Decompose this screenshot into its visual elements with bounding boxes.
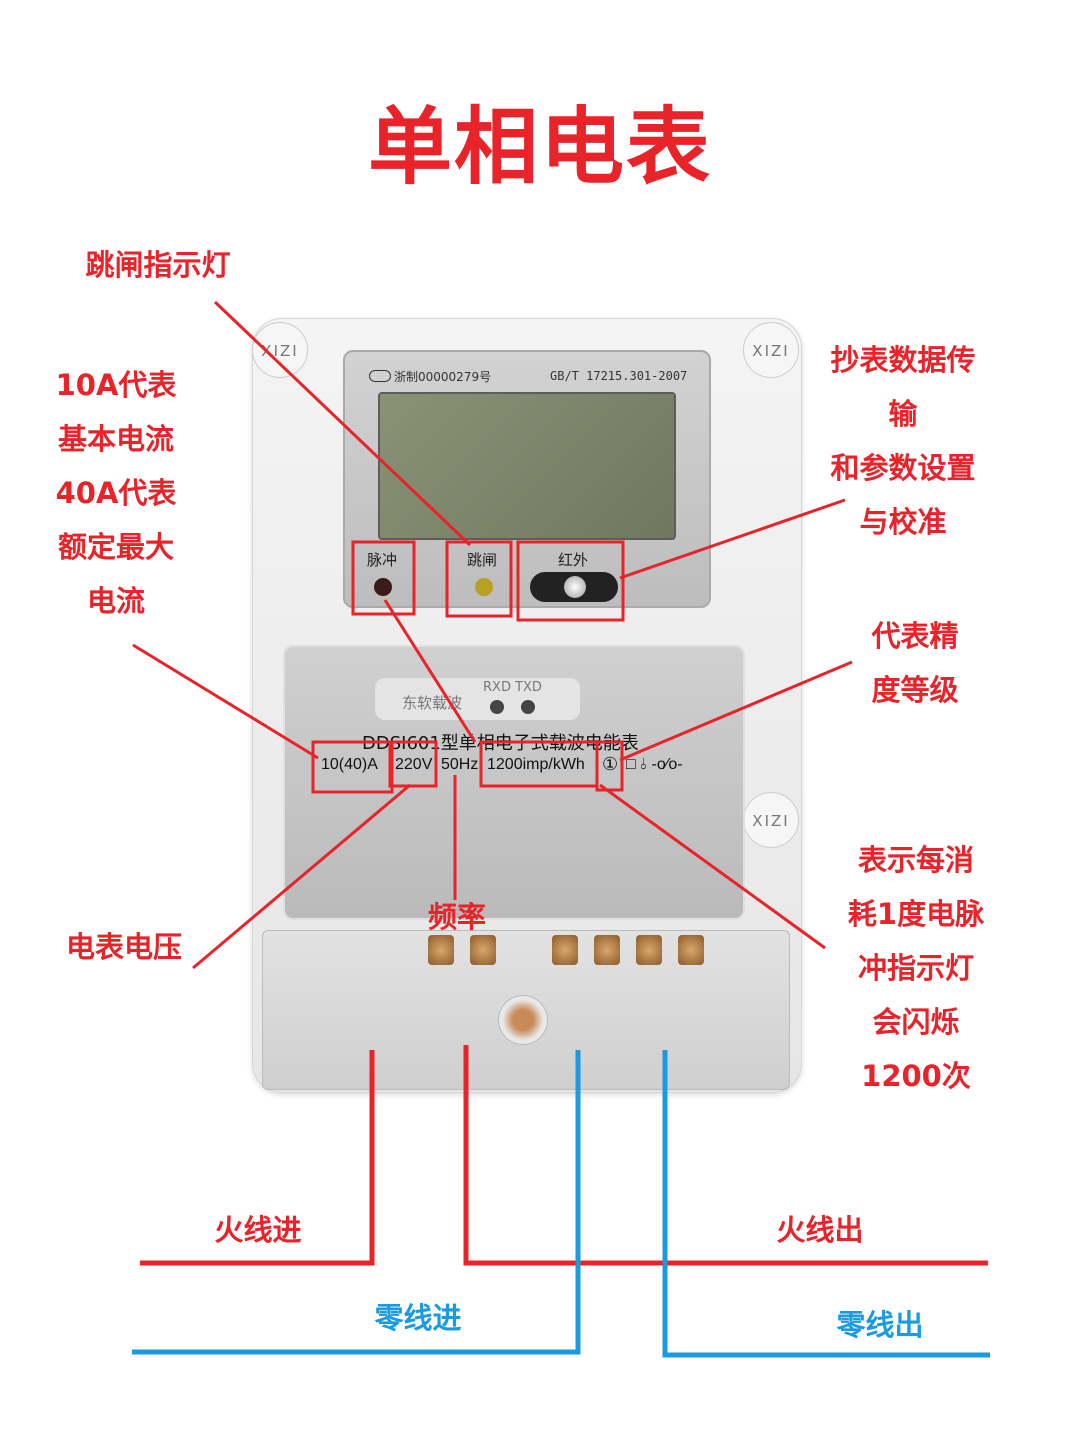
annotation-line: 度等级: [871, 673, 959, 707]
annotation-line: 和参数设置: [830, 451, 976, 485]
current-highlight-box: [311, 740, 394, 794]
txd-led-icon: [521, 700, 535, 714]
annotation-line: 表示每消: [857, 843, 974, 877]
neutral-in-wire: [132, 1050, 581, 1355]
infrared-pointer: [619, 498, 846, 580]
voltage-rating: 220V: [395, 756, 433, 773]
brand-logo: XIZI: [743, 322, 799, 378]
accuracy-pointer: [619, 660, 853, 762]
frequency-annotation: 频率: [427, 900, 486, 934]
annotation-line: 冲指示灯: [857, 951, 974, 985]
annotation-line: 电流: [86, 584, 145, 618]
rxd-led-icon: [490, 700, 504, 714]
pulse-led-icon: [374, 578, 392, 596]
trip-pointer: [213, 300, 472, 547]
current-pointer: [132, 643, 319, 760]
live-out-label: 火线出: [776, 1213, 864, 1247]
cmc-mark-icon: [369, 370, 391, 382]
neutral-in-label: 零线进: [374, 1301, 462, 1335]
trip-light-annotation: 跳闸指示灯: [85, 248, 231, 282]
live-in-label: 火线进: [214, 1213, 302, 1247]
neutral-out-wire: [662, 1050, 990, 1358]
annotation-line: 输: [888, 397, 918, 431]
annotation-line: 会闪烁: [872, 1005, 960, 1039]
screw-icon: [594, 935, 620, 965]
infrared-annotation: 抄表数据传 输 和参数设置 与校准: [813, 333, 993, 549]
screw-icon: [678, 935, 704, 965]
voltage-annotation: 电表电压: [65, 930, 182, 964]
neutral-out-label: 零线出: [836, 1308, 924, 1342]
trip-led-icon: [475, 578, 493, 596]
accuracy-class: ①: [602, 754, 619, 774]
cert-number: 浙制00000279号: [394, 370, 492, 384]
pulse-pointer: [599, 783, 826, 950]
accuracy-highlight-box: [595, 740, 624, 792]
page-title: 单相电表: [367, 98, 712, 196]
current-annotation: 10A代表 基本电流 40A代表 额定最大 电流: [36, 358, 196, 628]
meter-symbols: □ ⫰ -o⁄o-: [626, 756, 683, 773]
frequency-rating: 50Hz: [441, 756, 479, 773]
screw-icon: [636, 935, 662, 965]
trip-highlight-box: [445, 540, 513, 618]
seal-screw-icon: [498, 995, 548, 1045]
rxd-txd-label: RXD TXD: [483, 680, 542, 695]
trip-label: 跳闸: [467, 551, 498, 569]
annotation-line: 1200次: [861, 1059, 971, 1093]
screw-icon: [552, 935, 578, 965]
voltage-pointer: [192, 783, 411, 970]
lcd-screen: [378, 392, 676, 540]
live-out-wire: [463, 1045, 988, 1266]
meter-constant: 1200imp/kWh: [487, 756, 585, 773]
infrared-highlight-box: [516, 540, 625, 622]
carrier-module: [375, 678, 580, 720]
standard-text: GB/T 17215.301-2007: [550, 369, 688, 383]
pulse-highlight-box: [351, 540, 416, 616]
accuracy-annotation: 代表精 度等级: [835, 609, 995, 717]
screw-icon: [428, 935, 454, 965]
screw-icon: [470, 935, 496, 965]
annotation-line: 10A代表: [55, 368, 177, 402]
brand-logo: XIZI: [743, 792, 799, 848]
annotation-line: 基本电流: [57, 422, 174, 456]
annotation-line: 额定最大: [57, 530, 174, 564]
pulse-label: 脉冲: [367, 551, 398, 569]
infrared-label: 红外: [558, 551, 589, 569]
pulse-annotation: 表示每消 耗1度电脉 冲指示灯 会闪烁 1200次: [826, 833, 1006, 1103]
annotation-line: 代表精: [871, 619, 959, 653]
live-in-wire: [140, 1050, 375, 1266]
annotation-line: 抄表数据传: [830, 343, 976, 377]
annotation-line: 40A代表: [55, 476, 177, 510]
voltage-highlight-box: [388, 740, 438, 788]
annotation-line: 与校准: [859, 505, 947, 539]
annotation-line: 耗1度电脉: [847, 897, 985, 931]
current-rating: 10(40)A: [321, 756, 378, 773]
constant-highlight-box: [479, 740, 599, 788]
infrared-port-icon: [530, 572, 618, 602]
pulse-led-pointer: [383, 599, 477, 743]
